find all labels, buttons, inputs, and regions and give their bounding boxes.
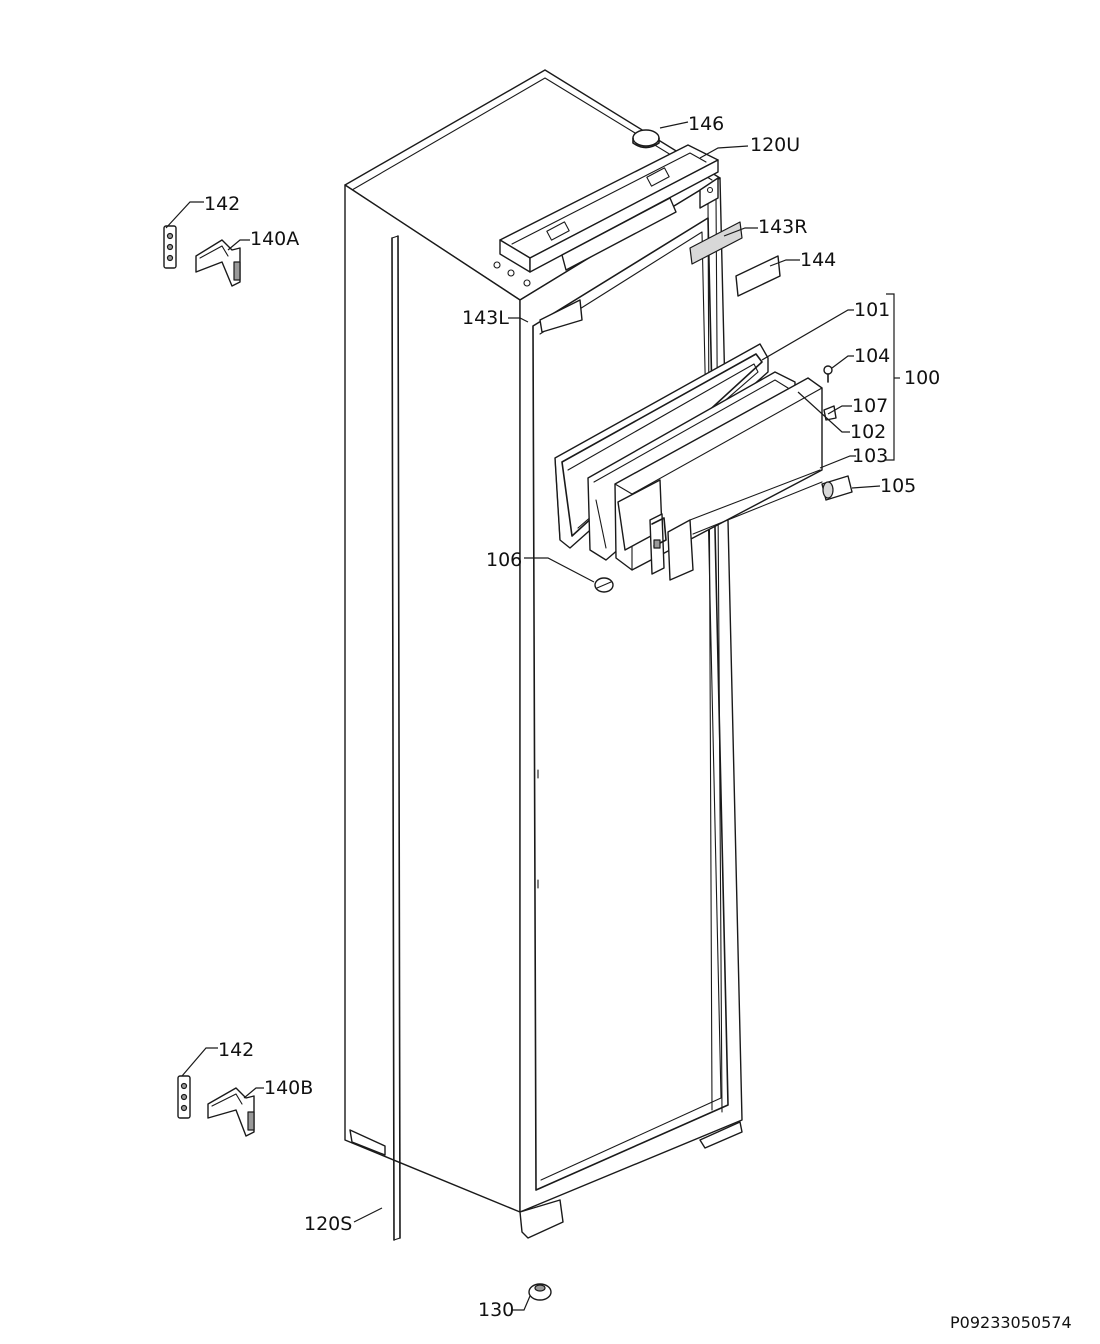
label-143r: 143R: [758, 216, 807, 238]
leader-lines: [165, 121, 900, 1311]
part-143r-strip: [689, 221, 743, 265]
part-143l-strip: [539, 299, 583, 333]
hinge-bottom-140b: [177, 1075, 255, 1137]
label-103: 103: [852, 445, 888, 467]
label-142-bottom: 142: [218, 1039, 254, 1061]
label-130: 130: [478, 1299, 514, 1321]
part-105-pin: [821, 475, 853, 501]
part-144-plate: [735, 255, 781, 297]
label-140b: 140B: [264, 1077, 313, 1099]
part-146-clip: [632, 129, 660, 149]
label-104: 104: [854, 345, 890, 367]
label-140a: 140A: [250, 228, 299, 250]
part-labels: 146 120U 142 140A 143R 144 143L 101 104 …: [204, 113, 1072, 1332]
part-104-screw: [823, 365, 833, 383]
part-106-cap: [594, 577, 614, 593]
label-102: 102: [850, 421, 886, 443]
label-144: 144: [800, 249, 836, 271]
label-100: 100: [904, 367, 940, 389]
part-130-foot: [528, 1283, 552, 1301]
label-120u: 120U: [750, 134, 800, 156]
part-103-handle-trim: [617, 469, 823, 581]
label-101: 101: [854, 299, 890, 321]
label-107: 107: [852, 395, 888, 417]
label-120s: 120S: [304, 1213, 352, 1235]
label-146: 146: [688, 113, 724, 135]
label-106: 106: [486, 549, 522, 571]
label-105: 105: [880, 475, 916, 497]
top-rail-120u: [499, 144, 719, 273]
hinge-top-140a: [163, 225, 241, 287]
part-120s-strip: [391, 235, 401, 1241]
drawing-code: P09233050574: [950, 1313, 1072, 1332]
label-142-top: 142: [204, 193, 240, 215]
label-143l: 143L: [462, 307, 509, 329]
